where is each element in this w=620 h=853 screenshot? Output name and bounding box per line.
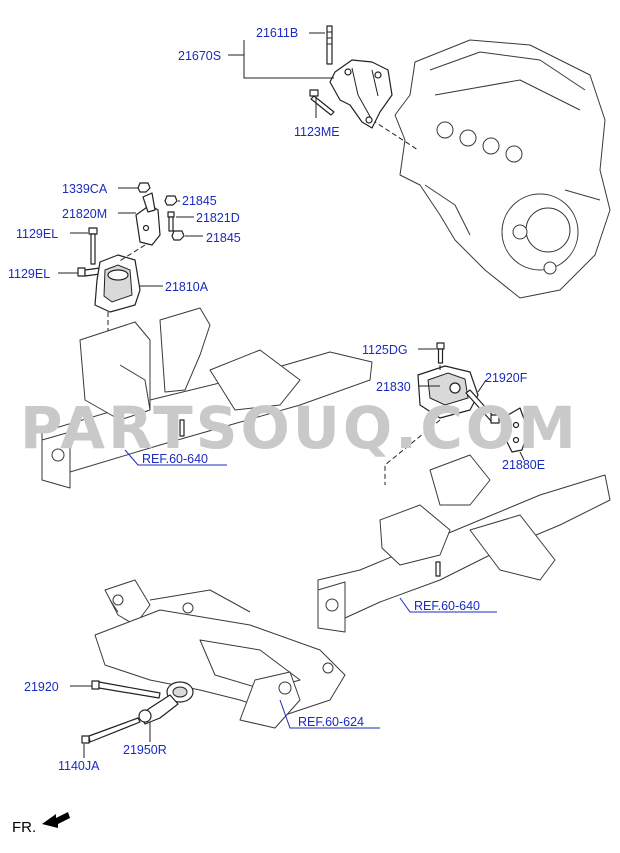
bolt-1140ja <box>81 717 141 744</box>
label-1123me[interactable]: 1123ME <box>294 125 340 139</box>
bolt-1123me <box>309 89 335 116</box>
bracket-21820m <box>135 192 161 246</box>
leader-21880e <box>519 451 525 461</box>
ref-line-1 <box>124 449 227 466</box>
label-21845-b[interactable]: 21845 <box>206 231 241 245</box>
bolt-21920f <box>465 389 500 424</box>
bracket-engine-dash <box>371 119 419 151</box>
orientation-label: FR. <box>12 819 36 836</box>
label-21821d[interactable]: 21821D <box>196 211 240 225</box>
label-21880e[interactable]: 21880E <box>502 458 545 472</box>
label-21950r[interactable]: 21950R <box>123 743 167 757</box>
label-21670s[interactable]: 21670S <box>178 49 221 63</box>
nut-1339ca <box>137 182 151 193</box>
label-21845-a[interactable]: 21845 <box>182 194 217 208</box>
stud-21611b <box>326 25 333 65</box>
leader-21670s <box>228 40 334 79</box>
subframe-crossmember <box>94 579 346 729</box>
label-21830[interactable]: 21830 <box>376 380 411 394</box>
nut-21845-lower <box>171 230 185 241</box>
leader-21920f <box>477 379 487 393</box>
label-21820m[interactable]: 21820M <box>62 207 107 221</box>
watermark-text: PARTSOUQ.COM <box>20 394 579 462</box>
bolt-1129el-upper <box>88 227 98 265</box>
ref-link-60-640-right[interactable]: REF.60-640 <box>414 599 480 613</box>
label-1125dg[interactable]: 1125DG <box>362 343 408 357</box>
left-frame-rail <box>41 307 373 489</box>
label-21611b[interactable]: 21611B <box>256 26 298 40</box>
ref-link-60-640-left[interactable]: REF.60-640 <box>142 452 208 466</box>
label-1339ca[interactable]: 1339CA <box>62 182 108 196</box>
ref-link-60-624[interactable]: REF.60-624 <box>298 715 364 729</box>
bolt-21920 <box>91 680 161 699</box>
roll-rod-21950r <box>138 681 194 725</box>
bolt-21821d <box>167 211 175 232</box>
mount-21830 <box>417 365 479 419</box>
label-1129el-a[interactable]: 1129EL <box>16 227 58 241</box>
bolt-1125dg <box>436 342 445 364</box>
front-arrow-icon <box>42 812 70 828</box>
label-21810a[interactable]: 21810A <box>165 280 209 294</box>
right-frame-rail <box>317 454 611 633</box>
label-21920[interactable]: 21920 <box>24 680 59 694</box>
mount-21810a <box>94 254 141 313</box>
right-mount-dash <box>384 365 441 485</box>
engine-bracket-21670s <box>329 59 393 129</box>
label-1140ja[interactable]: 1140JA <box>58 759 100 773</box>
label-1129el-b[interactable]: 1129EL <box>8 267 50 281</box>
engine-illustration <box>394 39 611 299</box>
ref-line-2 <box>399 597 497 613</box>
nut-21845-top <box>164 195 178 206</box>
label-21920f[interactable]: 21920F <box>485 371 528 385</box>
bracket-21880e <box>504 407 529 453</box>
ref-line-3 <box>279 699 380 729</box>
bolt-1129el-lower <box>77 267 101 277</box>
